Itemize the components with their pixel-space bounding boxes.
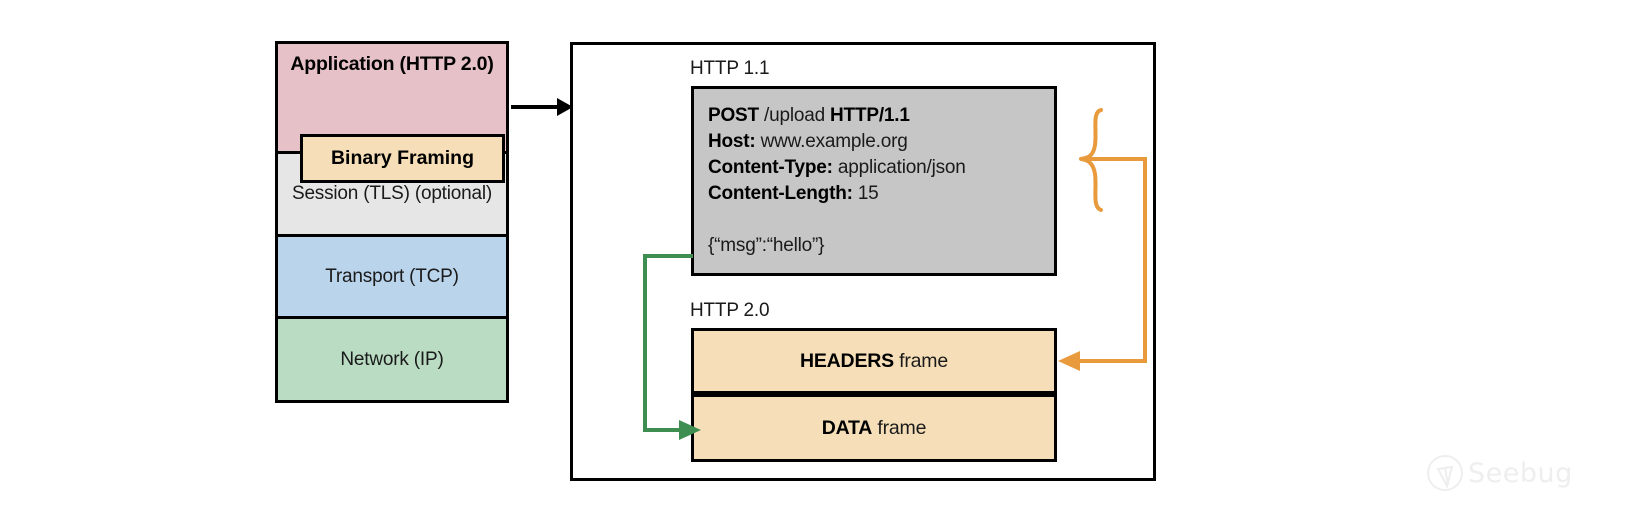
http11-version: HTTP/1.1: [830, 105, 910, 126]
http11-header-content-type-value: application/json: [832, 157, 966, 178]
http11-header-content-type: Content-Type: application/json: [708, 155, 1054, 181]
http11-request-line: POST /upload HTTP/1.1: [708, 103, 1054, 129]
http11-method: POST: [708, 105, 759, 126]
stack-layer-network-label: Network (IP): [340, 348, 444, 370]
headers-frame-name: HEADERS: [799, 349, 894, 372]
http11-message-body: {“msg”:“hello”}: [708, 235, 825, 256]
http11-header-content-length-value: 15: [852, 183, 879, 204]
stack-layer-transport: Transport (TCP): [278, 237, 506, 319]
protocol-stack: Application (HTTP 2.0) Session (TLS) (op…: [275, 41, 509, 403]
stack-layer-network: Network (IP): [278, 319, 506, 400]
stack-layer-transport-label: Transport (TCP): [325, 265, 459, 287]
http20-section-label: HTTP 2.0: [690, 300, 770, 321]
headers-frame-suffix: frame: [893, 349, 949, 372]
headers-frame-box: HEADERS frame: [691, 328, 1057, 394]
headers-frame-label: HEADERS frame: [800, 350, 948, 373]
http11-header-host-name: Host:: [708, 131, 756, 152]
seebug-watermark-text: Seebug: [1468, 458, 1573, 489]
http11-header-content-length-name: Content-Length:: [708, 183, 853, 204]
data-frame-label: DATA frame: [822, 417, 927, 440]
seebug-logo-icon: [1427, 455, 1463, 491]
http11-header-host-value: www.example.org: [755, 131, 908, 152]
stack-layer-session-label: Session (TLS) (optional): [291, 183, 493, 204]
data-frame-name: DATA: [821, 416, 873, 439]
http11-header-content-type-name: Content-Type:: [708, 157, 833, 178]
stack-layer-application-label: Application (HTTP 2.0): [290, 53, 494, 75]
http11-section-label: HTTP 1.1: [690, 58, 770, 79]
stack-to-panel-arrow: [511, 98, 573, 116]
http11-header-content-length: Content-Length: 15: [708, 181, 1054, 207]
data-frame-suffix: frame: [872, 416, 927, 439]
data-frame-box: DATA frame: [691, 394, 1057, 462]
seebug-watermark: Seebug: [1424, 452, 1584, 498]
binary-framing-label: Binary Framing: [330, 147, 475, 169]
http11-header-host: Host: www.example.org: [708, 129, 1054, 155]
http11-message-box: POST /upload HTTP/1.1 Host: www.example.…: [691, 86, 1057, 276]
binary-framing-box: Binary Framing: [300, 134, 505, 183]
http11-path: /upload: [758, 105, 831, 126]
